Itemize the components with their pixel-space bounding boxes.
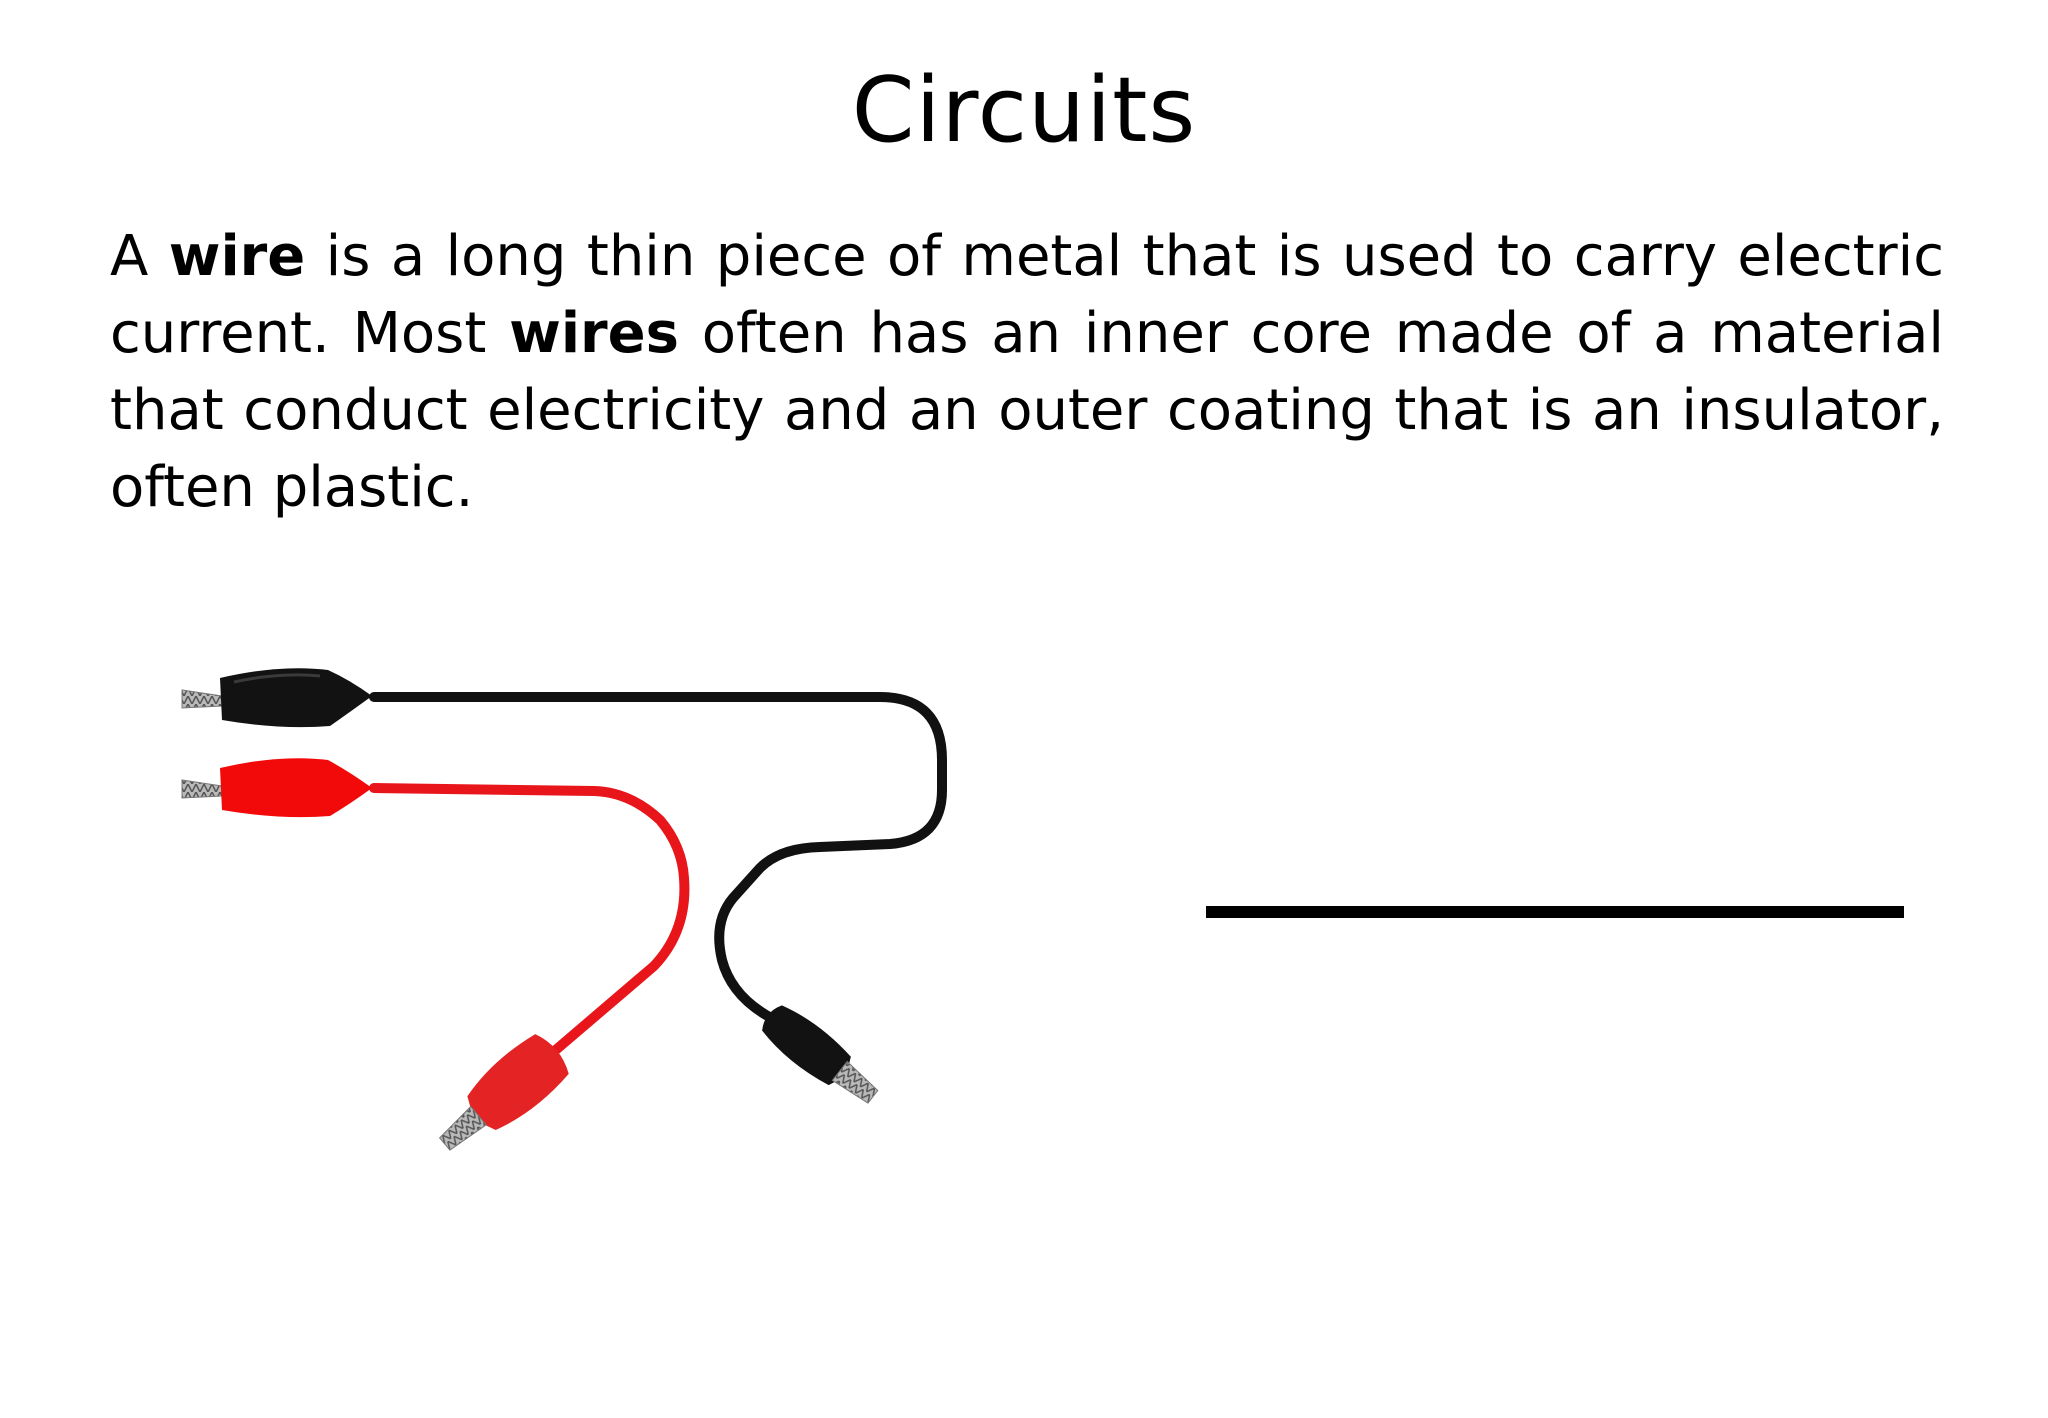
black-clip-top — [181, 668, 372, 728]
red-wire — [369, 783, 690, 1065]
paragraph-text: often has an inner core made of a materi… — [110, 301, 1944, 520]
bold-term-wires: wires — [509, 301, 679, 366]
wire-definition-paragraph: A wire is a long thin piece of metal tha… — [110, 218, 1944, 526]
slide-title: Circuits — [851, 58, 1197, 163]
black-wire — [369, 692, 947, 1025]
red-clip-bottom — [438, 1034, 569, 1151]
red-test-lead — [181, 758, 690, 1151]
wire-circuit-symbol-icon — [1206, 906, 1904, 918]
black-test-lead — [181, 668, 947, 1104]
paragraph-text: is a long thin piece of metal that is us… — [110, 224, 1945, 366]
alligator-clip-leads-image — [181, 668, 947, 1151]
black-clip-bottom — [762, 1005, 879, 1104]
paragraph-text: A — [110, 224, 169, 289]
bold-term-wire: wire — [168, 224, 306, 289]
red-clip-top — [181, 758, 372, 818]
